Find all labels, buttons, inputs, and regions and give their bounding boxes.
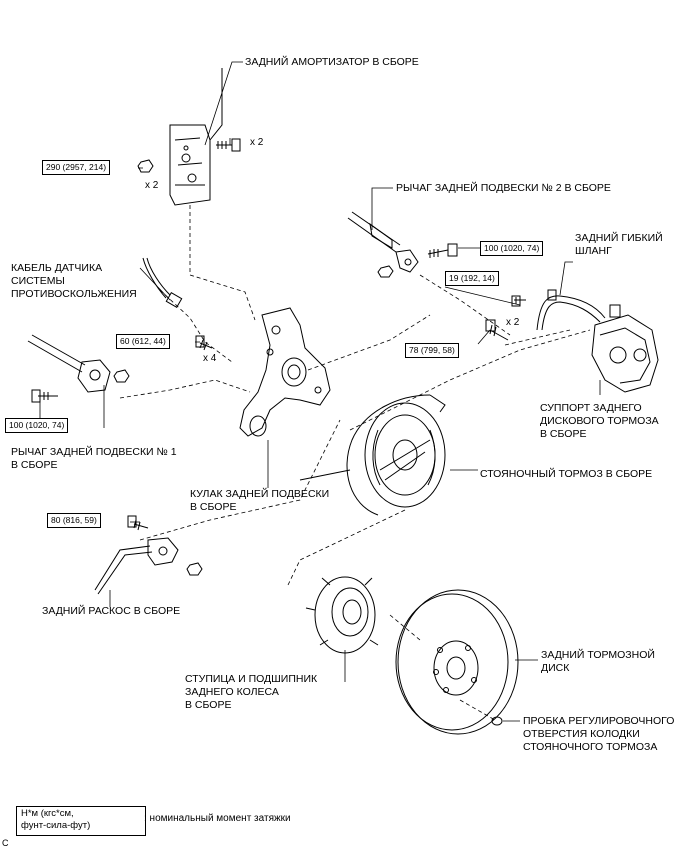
shock-bolt-top	[216, 138, 241, 152]
hose-bolt	[511, 295, 526, 307]
torque-box-60: 60 (612, 44)	[116, 334, 170, 349]
label-knuckle: КУЛАК ЗАДНЕЙ ПОДВЕСКИ В СБОРЕ	[190, 488, 330, 513]
count-shock-left: x 2	[145, 180, 159, 191]
strut-rod-bolt	[127, 515, 149, 531]
legend-text: : номинальный момент затяжки	[144, 813, 291, 824]
brake-disc	[395, 589, 519, 735]
legend-box: Н*м (кгс*см, фунт-сила-фут)	[16, 806, 146, 836]
count-bolt-60: x 4	[203, 353, 217, 364]
knuckle-bolt	[195, 335, 213, 351]
adjusting-plug	[491, 716, 503, 726]
count-bolt-78: x 2	[506, 317, 520, 328]
rear-arm-no1	[27, 334, 111, 393]
arm1-bolt	[31, 389, 58, 403]
label-flex-hose: ЗАДНИЙ ГИБКИЙ ШЛАНГ	[575, 232, 663, 257]
label-abs-cable: КАБЕЛЬ ДАТЧИКА СИСТЕМЫ ПРОТИВОСКОЛЬЖЕНИЯ	[11, 262, 137, 300]
arm1-nut	[113, 369, 130, 383]
rear-shock-absorber	[169, 68, 223, 206]
label-rear-shock: ЗАДНИЙ АМОРТИЗАТОР В СБОРЕ	[245, 56, 419, 68]
flex-hose	[536, 289, 606, 331]
abs-sensor-cable	[142, 257, 183, 309]
torque-box-80: 80 (816, 59)	[47, 513, 101, 528]
label-strut-rod: ЗАДНИЙ РАСКОС В СБОРЕ	[42, 605, 181, 617]
corner-letter: C	[2, 838, 9, 848]
torque-box-100-arm2: 100 (1020, 74)	[480, 241, 544, 256]
torque-box-100-arm1: 100 (1020, 74)	[5, 418, 69, 433]
count-shock-top: x 2	[250, 137, 264, 148]
label-hub: СТУПИЦА И ПОДШИПНИК ЗАДНЕГО КОЛЕСА В СБО…	[185, 673, 318, 711]
brake-caliper	[591, 304, 659, 393]
label-adjusting-plug: ПРОБКА РЕГУЛИРОВОЧНОГО ОТВЕРСТИЯ КОЛОДКИ…	[523, 715, 675, 753]
label-parking-brake: СТОЯНОЧНЫЙ ТОРМОЗ В СБОРЕ	[480, 468, 653, 480]
torque-box-19: 19 (192, 14)	[445, 271, 499, 286]
torque-box-78: 78 (799, 58)	[405, 343, 459, 358]
label-arm-no1: РЫЧАГ ЗАДНЕЙ ПОДВЕСКИ № 1 В СБОРЕ	[11, 446, 177, 471]
hub-bearing	[305, 576, 379, 654]
caliper-bolt	[485, 319, 509, 341]
parking-brake-assembly	[299, 394, 446, 516]
rear-arm-no2	[347, 211, 419, 273]
rear-strut-rod	[94, 537, 179, 595]
label-disc: ЗАДНИЙ ТОРМОЗНОЙ ДИСК	[541, 649, 655, 674]
label-arm-no2: РЫЧАГ ЗАДНЕЙ ПОДВЕСКИ № 2 В СБОРЕ	[396, 182, 611, 194]
guide-lines	[119, 205, 591, 721]
arm2-bolt	[427, 243, 458, 258]
leader-lines	[39, 61, 601, 722]
strut-rod-nut	[186, 562, 203, 576]
arm2-nut	[377, 265, 394, 278]
label-caliper: СУППОРТ ЗАДНЕГО ДИСКОВОГО ТОРМОЗА В СБОР…	[540, 402, 659, 440]
rear-knuckle	[239, 307, 331, 437]
shock-nut-left	[137, 159, 154, 173]
torque-box-290: 290 (2957, 214)	[42, 160, 111, 175]
